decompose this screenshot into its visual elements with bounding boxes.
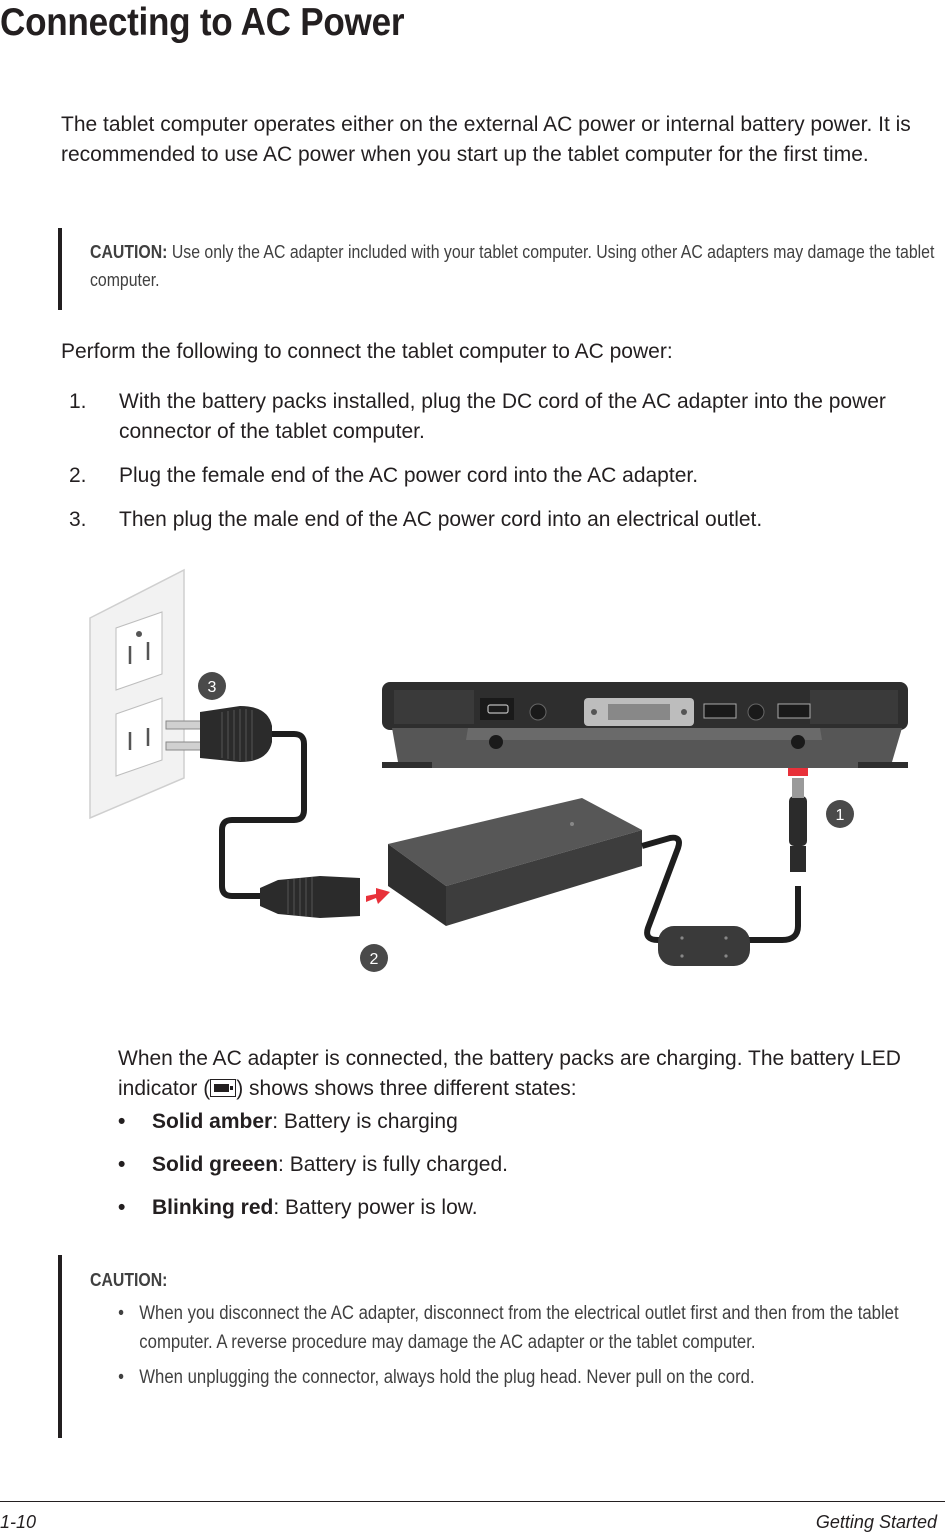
led-description: When the AC adapter is connected, the ba… — [118, 1044, 918, 1104]
female-plug — [260, 876, 360, 918]
section-name: Getting Started — [815, 1512, 937, 1532]
state-name: Blinking red — [152, 1196, 274, 1219]
caution-label: CAUTION: — [90, 242, 168, 262]
battery-led-icon — [210, 1079, 237, 1097]
callout-2: 2 — [360, 944, 388, 972]
state-name: Solid amber — [152, 1110, 273, 1133]
led-text-after: ) shows shows three different states: — [236, 1077, 577, 1100]
intro-paragraph: The tablet computer operates either on t… — [61, 113, 911, 166]
ac-connection-illustration: 3 1 2 — [89, 568, 908, 972]
male-plug — [165, 706, 272, 762]
callout-3-label: 3 — [208, 679, 217, 696]
steps-list: 1. With the battery packs installed, plu… — [61, 387, 921, 549]
step-text: Then plug the male end of the AC power c… — [119, 508, 763, 531]
state-desc: : Battery is charging — [272, 1110, 458, 1133]
state-desc: : Battery power is low. — [273, 1196, 478, 1219]
caution-item-text: When you disconnect the AC adapter, disc… — [139, 1303, 899, 1353]
instructions-lead: Perform the following to connect the tab… — [61, 340, 673, 363]
footer-divider — [0, 1501, 945, 1502]
power-cord — [219, 731, 307, 899]
callout-3: 3 — [198, 672, 226, 700]
dc-plug — [789, 778, 807, 872]
list-item: • Blinking red: Battery power is low. — [118, 1196, 918, 1239]
step-item: 2. Plug the female end of the AC power c… — [61, 461, 921, 491]
caution-text: Use only the AC adapter included with yo… — [90, 242, 935, 290]
step-number: 3. — [69, 508, 87, 531]
list-item: • Solid greeen: Battery is fully charged… — [118, 1153, 918, 1196]
step-text: With the battery packs installed, plug t… — [119, 390, 886, 443]
caution-item: • When you disconnect the AC adapter, di… — [90, 1299, 945, 1357]
bullet-mark: • — [118, 1153, 126, 1176]
step-text: Plug the female end of the AC power cord… — [119, 464, 699, 487]
ac-adapter — [388, 798, 642, 926]
caution-label: CAUTION: — [90, 1270, 168, 1290]
state-desc: : Battery is fully charged. — [278, 1153, 508, 1176]
led-text-before: When the AC adapter is connected, the ba… — [118, 1047, 901, 1100]
caution-box-2: CAUTION: • When you disconnect the AC ad… — [58, 1255, 940, 1438]
step-item: 3. Then plug the male end of the AC powe… — [61, 505, 921, 535]
bullet-mark: • — [118, 1367, 125, 1388]
bullet-mark: • — [118, 1196, 126, 1219]
step-number: 1. — [69, 390, 87, 413]
bullet-mark: • — [118, 1110, 126, 1133]
tablet-computer — [382, 682, 908, 768]
caution-item: • When unplugging the connector, always … — [90, 1363, 945, 1392]
callout-1: 1 — [826, 800, 854, 828]
ferrite-core — [658, 926, 750, 966]
callout-1-label: 1 — [836, 807, 845, 824]
list-item: • Solid amber: Battery is charging — [118, 1110, 918, 1153]
led-states-list: • Solid amber: Battery is charging • Sol… — [118, 1110, 918, 1239]
bullet-mark: • — [118, 1303, 125, 1324]
caution-box-1: CAUTION: Use only the AC adapter include… — [58, 228, 934, 310]
page-title: Connecting to AC Power — [0, 1, 405, 44]
dc-cord — [641, 834, 801, 943]
caution-item-text: When unplugging the connector, always ho… — [139, 1367, 755, 1388]
step-item: 1. With the battery packs installed, plu… — [61, 387, 921, 447]
step-number: 2. — [69, 464, 87, 487]
insert-arrow-2 — [366, 888, 390, 904]
page-number: 1-10 — [0, 1512, 37, 1532]
callout-2-label: 2 — [370, 951, 379, 968]
wall-outlet — [89, 568, 185, 820]
state-name: Solid greeen — [152, 1153, 279, 1176]
